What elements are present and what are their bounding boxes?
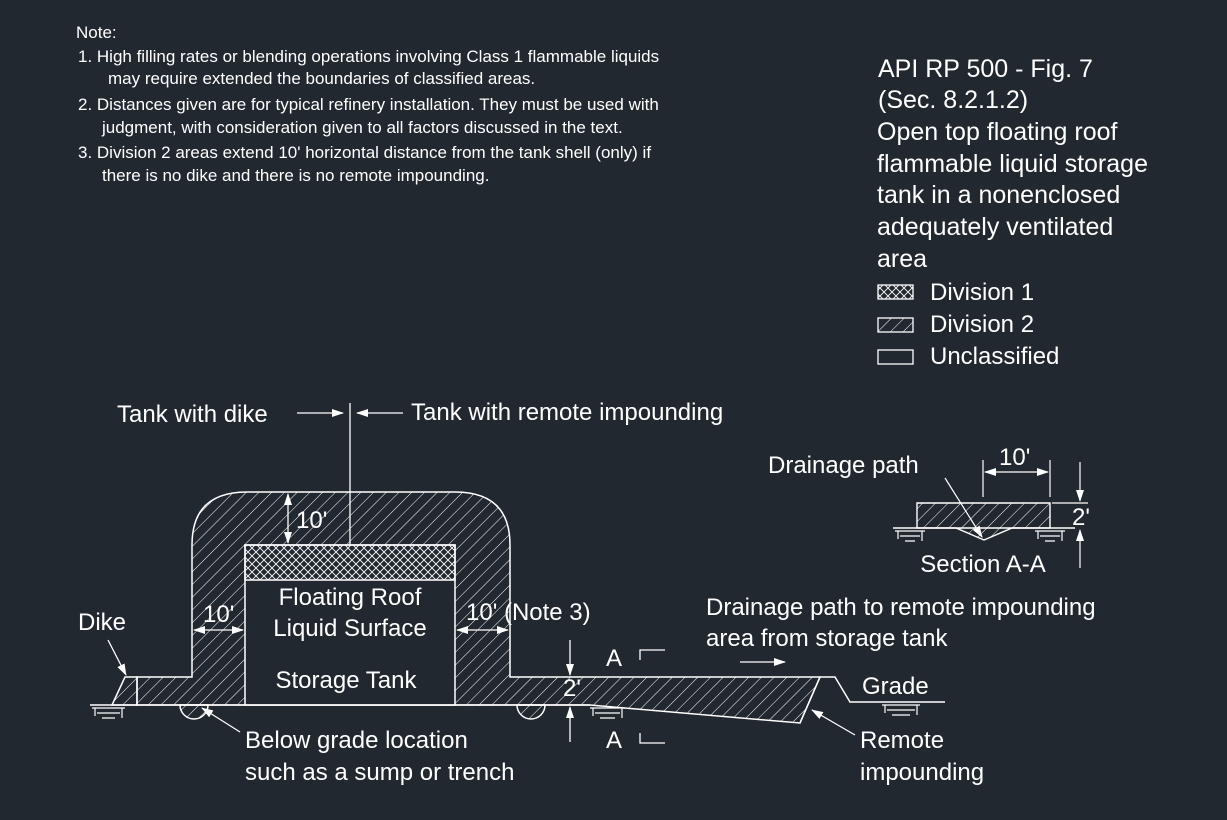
note-line-3: 2. Distances given are for typical refin…: [78, 95, 659, 114]
label-drainage-remote-2: area from storage tank: [706, 625, 948, 652]
ground-symbol-left: [92, 707, 125, 719]
title-line-3: Open top floating roof: [877, 118, 1117, 146]
note-line-2: may require extended the boundaries of c…: [108, 69, 535, 88]
leader-below-grade: [201, 707, 241, 733]
title-line-2: (Sec. 8.2.1.2): [878, 86, 1028, 114]
label-storage-tank: Storage Tank: [276, 667, 418, 694]
legend: Division 1 Division 2 Unclassified: [877, 279, 1059, 370]
label-remote-1: Remote: [860, 727, 944, 754]
section-aa-ground-left: [895, 530, 925, 542]
notes-block: Note: 1. High filling rates or blending …: [76, 23, 659, 185]
ground-symbol-right: [882, 704, 920, 716]
leader-remote: [811, 709, 856, 736]
label-dim-top: 10': [296, 507, 327, 534]
main-labels: Tank with dike Tank with remote impoundi…: [78, 399, 1096, 786]
legend-swatch-division-2: [877, 317, 914, 333]
section-aa-ground-right: [1035, 530, 1065, 542]
label-tank-with-remote: Tank with remote impounding: [411, 399, 723, 426]
title-line-5: tank in a nonenclosed: [877, 181, 1120, 209]
label-below-grade-2: such as a sump or trench: [245, 759, 514, 786]
title-line-6: adequately ventilated: [877, 213, 1113, 241]
sump-left: [179, 704, 209, 720]
legend-label-division-1: Division 1: [930, 279, 1034, 306]
note-line-4: judgment, with consideration given to al…: [101, 118, 623, 137]
title-line-4: flammable liquid storage: [877, 150, 1148, 178]
section-marker-top: [639, 649, 665, 660]
label-floating-roof-1: Floating Roof: [279, 584, 422, 611]
label-dim-2: 2': [563, 675, 581, 702]
leader-drainage-path: [944, 477, 983, 538]
note-line-1: 1. High filling rates or blending operat…: [78, 47, 659, 66]
section-marker-bottom: [639, 733, 665, 744]
division-1-area: [244, 544, 456, 581]
label-dim-left: 10': [203, 601, 234, 628]
title-line-1: API RP 500 - Fig. 7: [878, 55, 1093, 83]
ground-symbols: [92, 704, 920, 719]
label-drainage-remote-1: Drainage path to remote impounding: [706, 594, 1096, 621]
label-section-a-bottom: A: [606, 727, 622, 754]
section-aa-labels: Drainage path 10' 2' Section A-A: [768, 444, 1090, 578]
section-aa-area: [916, 502, 1051, 541]
section-aa: [893, 460, 1088, 568]
label-dim-right: 10' (Note 3): [466, 599, 591, 626]
note-line-6: there is no dike and there is no remote …: [102, 166, 489, 185]
label-section-dim-2: 2': [1072, 504, 1090, 531]
label-section-a-top: A: [606, 645, 622, 672]
title-line-7: area: [877, 245, 927, 273]
legend-label-unclassified: Unclassified: [930, 343, 1059, 370]
label-below-grade-1: Below grade location: [245, 727, 468, 754]
label-section-aa: Section A-A: [920, 551, 1045, 578]
ground-symbol-mid: [590, 707, 625, 719]
label-remote-2: impounding: [860, 759, 984, 786]
notes-heading: Note:: [76, 23, 117, 42]
legend-label-division-2: Division 2: [930, 311, 1034, 338]
sump-right: [516, 704, 546, 720]
label-drainage-path: Drainage path: [768, 452, 919, 479]
label-dike: Dike: [78, 609, 126, 636]
leader-dike: [107, 639, 127, 676]
label-section-dim-10: 10': [999, 444, 1030, 471]
main-drawing: [90, 491, 945, 724]
legend-swatch-unclassified: [877, 349, 914, 365]
title-block: API RP 500 - Fig. 7 (Sec. 8.2.1.2) Open …: [877, 55, 1148, 273]
dimensions: [107, 403, 856, 744]
legend-swatch-division-1: [877, 284, 914, 300]
label-grade: Grade: [862, 673, 929, 700]
label-tank-with-dike: Tank with dike: [117, 401, 268, 428]
remote-impounding-wall: [799, 676, 870, 724]
note-line-5: 3. Division 2 areas extend 10' horizonta…: [78, 143, 651, 162]
dike: [110, 676, 138, 706]
label-floating-roof-2: Liquid Surface: [273, 615, 426, 642]
